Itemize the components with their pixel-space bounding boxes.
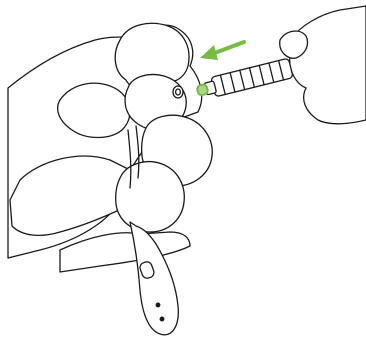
right-hand-outline bbox=[290, 6, 366, 124]
body-mic-hole-2 bbox=[160, 317, 164, 321]
dome-lower bbox=[116, 162, 185, 232]
arrow-left-icon bbox=[200, 42, 244, 60]
filter-tool-icon bbox=[195, 58, 293, 101]
filter-tip bbox=[196, 84, 208, 96]
lower-thumb bbox=[60, 232, 190, 272]
body-mic-hole-1 bbox=[156, 303, 160, 307]
